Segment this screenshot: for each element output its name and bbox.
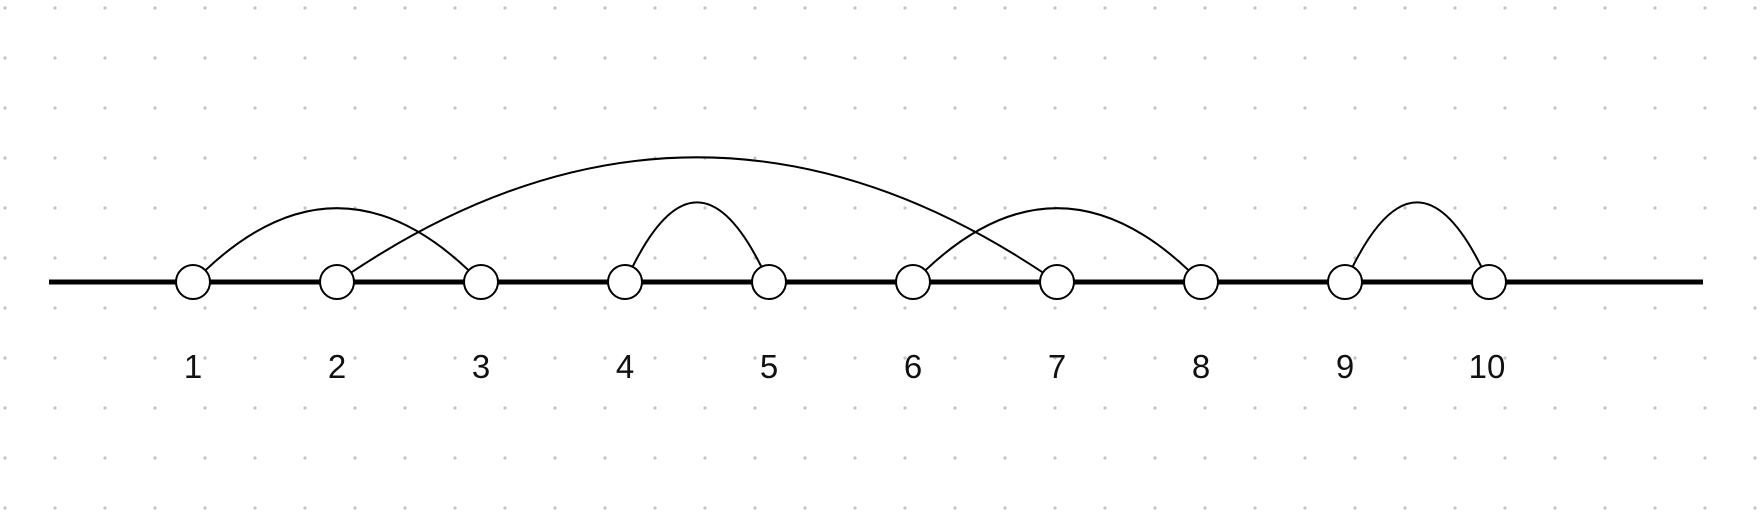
- node-label-9: 9: [1336, 348, 1354, 385]
- node-label-10: 10: [1469, 348, 1506, 385]
- arc-1-3: [204, 207, 470, 272]
- label-group: 1 2 3 4 5 6 7 8 9 10: [184, 348, 1506, 385]
- node-label-6: 6: [904, 348, 922, 385]
- node-2: [319, 264, 355, 300]
- node-group: [175, 264, 1507, 300]
- node-8: [1183, 264, 1219, 300]
- node-1: [175, 264, 211, 300]
- node-7: [1039, 264, 1075, 300]
- arc-6-8: [924, 207, 1190, 272]
- node-label-2: 2: [328, 348, 346, 385]
- node-4: [607, 264, 643, 300]
- node-3: [463, 264, 499, 300]
- arc-group: [204, 156, 1483, 274]
- arc-2-7: [350, 156, 1044, 274]
- node-9: [1327, 264, 1363, 300]
- node-5: [751, 264, 787, 300]
- node-10: [1471, 264, 1507, 300]
- node-label-1: 1: [184, 348, 202, 385]
- node-label-5: 5: [760, 348, 778, 385]
- arc-9-10: [1351, 201, 1483, 268]
- arc-4-5: [631, 201, 763, 268]
- node-label-8: 8: [1192, 348, 1210, 385]
- node-label-7: 7: [1048, 348, 1066, 385]
- node-6: [895, 264, 931, 300]
- node-label-3: 3: [472, 348, 490, 385]
- node-label-4: 4: [616, 348, 634, 385]
